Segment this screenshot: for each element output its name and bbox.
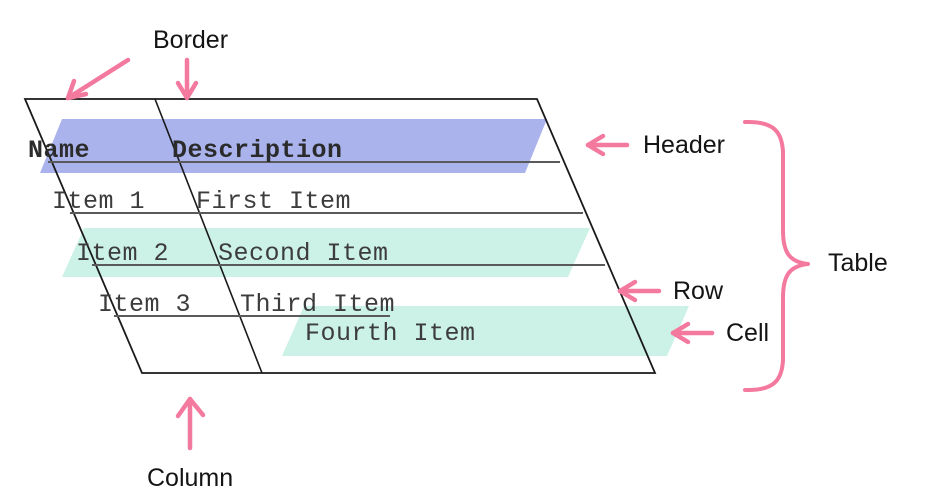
column-arrow (175, 396, 206, 451)
annotation-label-column: Column (147, 464, 233, 492)
row-2-cell-name: Item 2 (76, 239, 169, 268)
table-border-outline (23, 98, 657, 374)
table-outline (23, 98, 657, 374)
row-3-cell-name: Item 3 (98, 290, 191, 319)
annotation-label-table: Table (828, 249, 888, 277)
header-highlight-band (40, 119, 547, 173)
table-curly-brace (743, 119, 810, 393)
annotation-label-border: Border (153, 26, 228, 54)
column-divider-line (154, 98, 263, 374)
table-content: Name Description Item 1 First Item Item … (28, 136, 476, 348)
border-arrow-down (175, 57, 199, 101)
row-2-cell-description: Second Item (218, 239, 389, 268)
annotation-label-cell: Cell (726, 319, 769, 347)
header-cell-description: Description (172, 136, 343, 165)
row-1-cell-description: First Item (196, 187, 351, 216)
annotation-label-header: Header (643, 131, 725, 159)
cell-arrow (670, 321, 715, 345)
row-3-cell-description: Third Item (240, 290, 395, 319)
annotation-layer: Border Header Table Row (65, 26, 888, 492)
row-1-cell-name: Item 1 (52, 187, 145, 216)
header-cell-name: Name (28, 136, 90, 165)
annotation-label-row: Row (673, 277, 724, 305)
cell-highlight-band (282, 306, 689, 356)
header-arrow (585, 133, 630, 157)
floating-cell-text: Fourth Item (305, 319, 476, 348)
border-arrow-left (65, 57, 131, 101)
row-arrow (617, 279, 662, 303)
